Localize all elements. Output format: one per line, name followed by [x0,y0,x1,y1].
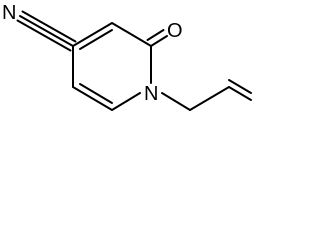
ring-nitrogen-label: N [144,83,158,105]
bond-ch2-ch [189,86,230,111]
nitrile-triple-bond [16,10,77,52]
bond-c4-c3 [72,22,113,47]
bond-ch-ch2-double [228,86,252,101]
bond-ch-ch2-double-inner [228,79,252,94]
bond-c3-c2 [111,22,152,47]
carbonyl-double-bond [146,29,168,47]
chemical-structure: N O N [2,2,252,111]
bond-c6-c5 [72,86,113,111]
carbonyl-oxygen-label: O [167,20,183,42]
pyridinone-ring [72,22,152,111]
bond-c4-c3-inner [79,29,113,50]
bond-c6-c5-inner [79,83,113,104]
bond-n1-ch2 [161,92,191,111]
bond-n1-c6 [111,92,141,111]
nitrile-nitrogen-label: N [2,2,16,24]
allyl-chain [161,79,252,111]
